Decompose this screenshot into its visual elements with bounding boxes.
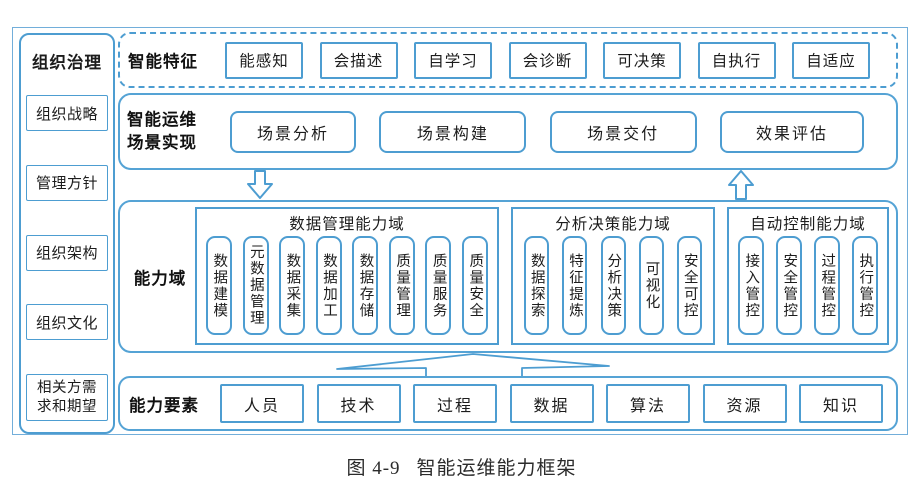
sidebar-box-policy: 管理方针 xyxy=(26,164,108,201)
capability-elements-row: 能力要素 人员 技术 过程 数据 算法 资源 知识 xyxy=(118,376,898,431)
vbox-quality-management: 质量管理 xyxy=(388,236,415,335)
org-governance-title: 组织治理 xyxy=(32,54,102,72)
figure-number: 图 4-9 xyxy=(346,458,401,479)
capability-elements-label: 能力要素 xyxy=(129,396,199,415)
scene-box-analysis: 场景分析 xyxy=(230,110,356,153)
analysis-decision-domain-title: 分析决策能力域 xyxy=(555,216,671,233)
vbox-feature-refining: 特征提炼 xyxy=(562,236,588,335)
vbox-quality-service: 质量服务 xyxy=(425,236,452,335)
smart-features-boxes: 能感知 会描述 自学习 会诊断 可决策 自执行 自适应 xyxy=(225,34,870,86)
feature-box-describe: 会描述 xyxy=(319,41,398,79)
vbox-metadata-management: 元数据管理 xyxy=(242,236,269,335)
auto-control-domain-boxes: 接入管控 安全管控 过程管控 执行管控 xyxy=(729,236,887,343)
element-box-algorithm: 算法 xyxy=(606,384,690,423)
data-management-domain-group: 数据管理能力域 数据建模 元数据管理 数据采集 数据加工 数据存储 质量管理 质… xyxy=(195,207,499,345)
scene-realization-label: 智能运维 场景实现 xyxy=(127,95,197,168)
scene-label-line1: 智能运维 xyxy=(127,111,197,130)
data-management-domain-boxes: 数据建模 元数据管理 数据采集 数据加工 数据存储 质量管理 质量服务 质量安全 xyxy=(197,236,497,343)
figure-title: 智能运维能力框架 xyxy=(416,458,577,479)
vbox-analysis-decision: 分析决策 xyxy=(600,236,626,335)
vbox-data-processing: 数据加工 xyxy=(315,236,342,335)
org-governance-panel: 组织治理 组织战略 管理方针 组织架构 组织文化 相关方需求和期望 xyxy=(19,33,115,434)
scene-realization-row: 智能运维 场景实现 场景分析 场景构建 场景交付 效果评估 xyxy=(118,93,898,170)
vbox-data-exploration: 数据探索 xyxy=(524,236,549,335)
sidebar-box-structure: 组织架构 xyxy=(26,234,108,271)
feature-box-self-learn: 自学习 xyxy=(414,41,492,79)
wide-up-arrow-icon xyxy=(336,353,610,380)
scene-box-evaluation: 效果评估 xyxy=(719,110,864,153)
element-box-process: 过程 xyxy=(413,384,497,423)
vbox-data-storage: 数据存储 xyxy=(352,236,379,335)
analysis-decision-domain-boxes: 数据探索 特征提炼 分析决策 可视化 安全可控 xyxy=(513,236,713,343)
smart-features-row: 智能特征 能感知 会描述 自学习 会诊断 可决策 自执行 自适应 xyxy=(118,32,898,88)
org-governance-items: 组织战略 管理方针 组织架构 组织文化 相关方需求和期望 xyxy=(25,95,109,421)
auto-control-domain-group: 自动控制能力域 接入管控 安全管控 过程管控 执行管控 xyxy=(727,207,889,345)
capability-element-boxes: 人员 技术 过程 数据 算法 资源 知识 xyxy=(220,378,883,429)
scene-boxes: 场景分析 场景构建 场景交付 效果评估 xyxy=(230,95,864,168)
feature-box-self-adapt: 自适应 xyxy=(792,41,870,79)
feature-box-decide: 可决策 xyxy=(603,41,681,79)
capability-domains-row: 能力域 数据管理能力域 数据建模 元数据管理 数据采集 数据加工 数据存储 质量… xyxy=(118,200,898,353)
capability-domain-groups: 数据管理能力域 数据建模 元数据管理 数据采集 数据加工 数据存储 质量管理 质… xyxy=(195,207,890,345)
capability-domains-label: 能力域 xyxy=(133,269,187,288)
element-box-knowledge: 知识 xyxy=(799,384,883,423)
vbox-process-control: 过程管控 xyxy=(814,236,840,335)
scene-box-build: 场景构建 xyxy=(379,110,527,153)
element-box-data: 数据 xyxy=(509,384,594,423)
smart-features-label: 智能特征 xyxy=(128,53,198,71)
vbox-security-control: 安全可控 xyxy=(677,236,702,335)
vbox-visualization: 可视化 xyxy=(638,236,664,335)
data-management-domain-title: 数据管理能力域 xyxy=(289,216,405,233)
scene-label-line2: 场景实现 xyxy=(127,133,197,152)
up-arrow-icon xyxy=(728,170,754,200)
figure-caption: 图 4-9 智能运维能力框架 xyxy=(0,453,923,480)
auto-control-domain-title: 自动控制能力域 xyxy=(750,216,866,233)
diagram-outer-border xyxy=(12,27,908,435)
analysis-decision-domain-group: 分析决策能力域 数据探索 特征提炼 分析决策 可视化 安全可控 xyxy=(511,207,715,345)
down-arrow-icon xyxy=(247,170,273,199)
feature-box-self-execute: 自执行 xyxy=(697,41,776,79)
vbox-data-collection: 数据采集 xyxy=(279,236,306,335)
sidebar-box-culture: 组织文化 xyxy=(26,304,108,341)
vbox-execution-control: 执行管控 xyxy=(852,236,878,335)
vbox-safety-control: 安全管控 xyxy=(776,236,802,335)
feature-box-diagnose: 会诊断 xyxy=(508,41,587,79)
sidebar-box-strategy: 组织战略 xyxy=(26,95,108,131)
feature-box-perceive: 能感知 xyxy=(225,41,303,79)
vbox-quality-security: 质量安全 xyxy=(461,236,488,335)
sidebar-box-stakeholder-needs: 相关方需求和期望 xyxy=(26,374,108,421)
scene-box-delivery: 场景交付 xyxy=(549,110,697,153)
element-box-people: 人员 xyxy=(220,384,304,423)
vbox-data-modeling: 数据建模 xyxy=(206,236,232,335)
element-box-technology: 技术 xyxy=(316,384,401,423)
vbox-access-control: 接入管控 xyxy=(738,236,764,335)
element-box-resource: 资源 xyxy=(702,384,787,423)
